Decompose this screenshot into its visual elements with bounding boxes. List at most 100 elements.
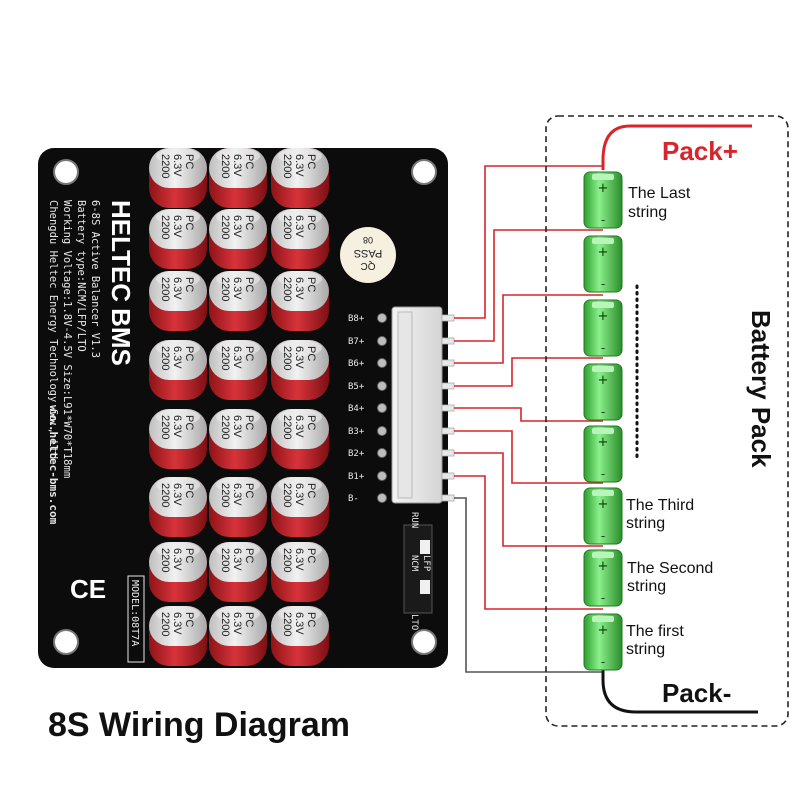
mount-hole-icon (411, 629, 437, 655)
balance-wire (454, 407, 603, 422)
negative-wire (454, 497, 603, 673)
board-text-line-3: Working Voltage:1.8V-4.5V Size:L91*W70*T… (61, 200, 73, 478)
pin-label: B5+ (348, 382, 365, 392)
pin-label: B8+ (348, 314, 365, 324)
cap-voltage: 6.3V (293, 548, 305, 571)
cap-voltage: 6.3V (231, 346, 243, 369)
cap-value: 2200 (159, 215, 171, 239)
connector-terminal (441, 404, 455, 412)
cap-type: PC (183, 215, 195, 230)
label-last-string-1: The Last (628, 185, 691, 202)
battery-cell: +- (583, 235, 623, 293)
cap-voltage: 6.3V (171, 612, 183, 635)
cap-value: 2200 (219, 548, 231, 572)
connector-terminal (441, 472, 455, 480)
label-second-string-2: string (627, 578, 666, 595)
cap-type: PC (243, 415, 255, 430)
battery-cell: +- (583, 363, 623, 421)
cap-voltage: 6.3V (293, 215, 305, 238)
plus-icon: + (598, 181, 609, 196)
connector-terminal (441, 449, 455, 457)
board-silkscreen: HELTECBMS 6-8S Active Balancer V1.3 Batt… (47, 200, 136, 525)
label-third-string-2: string (626, 515, 665, 532)
minus-icon: - (601, 213, 605, 227)
cap-voltage: 6.3V (171, 215, 183, 238)
minus-icon: - (601, 277, 605, 291)
balance-wire (454, 430, 603, 484)
cap-voltage: 6.3V (293, 415, 305, 438)
svg-text:MODEL:08T7A: MODEL:08T7A (129, 580, 140, 646)
svg-text:QC: QC (361, 260, 376, 271)
diagram-caption: 8S Wiring Diagram (48, 706, 350, 744)
battery-cell: +- (583, 487, 623, 545)
cap-value: 2200 (281, 483, 293, 507)
label-third-string-1: The Third (626, 497, 694, 514)
qc-pass-sticker: QC PASS 08 (340, 227, 396, 283)
balance-wires (454, 165, 603, 673)
minus-icon: - (601, 467, 605, 481)
mount-hole-icon (53, 159, 79, 185)
cap-type: PC (243, 154, 255, 169)
battery-cell: +- (583, 171, 623, 229)
connector-terminal (441, 314, 455, 322)
svg-text:08: 08 (363, 235, 373, 245)
cap-value: 2200 (281, 215, 293, 239)
pin-label: B3+ (348, 427, 365, 437)
board-text-line-2: Battery type:NCM/LFP/LTO (75, 200, 87, 352)
cap-voltage: 6.3V (231, 612, 243, 635)
cap-voltage: 6.3V (231, 154, 243, 177)
connector-terminal (441, 359, 455, 367)
pin-label: B6+ (348, 359, 365, 369)
minus-icon: - (601, 655, 605, 669)
cap-value: 2200 (281, 415, 293, 439)
cap-value: 2200 (219, 215, 231, 239)
cap-value: 2200 (219, 346, 231, 370)
pin-label: B1+ (348, 472, 365, 482)
cap-value: 2200 (281, 346, 293, 370)
balance-wire (454, 475, 603, 610)
cap-value: 2200 (159, 483, 171, 507)
pcb-board: HELTECBMS 6-8S Active Balancer V1.3 Batt… (38, 148, 455, 668)
cap-value: 2200 (281, 548, 293, 572)
pack-minus-lead (601, 668, 758, 714)
board-text-line-1: 6-8S Active Balancer V1.3 (89, 200, 101, 358)
cap-voltage: 6.3V (293, 483, 305, 506)
cap-type: PC (305, 215, 317, 230)
plus-icon: + (598, 245, 609, 260)
battery-pack-outline (545, 115, 789, 727)
cap-type: PC (243, 548, 255, 563)
cap-voltage: 6.3V (231, 548, 243, 571)
ncm-label: NCM (409, 555, 419, 572)
cap-value: 2200 (219, 415, 231, 439)
solder-pin-icon (377, 403, 387, 413)
solder-pin-icon (377, 336, 387, 346)
cap-type: PC (183, 548, 195, 563)
label-first-string-2: string (626, 641, 665, 658)
solder-pin-icon (377, 358, 387, 368)
cap-voltage: 6.3V (231, 215, 243, 238)
cap-type: PC (305, 277, 317, 292)
cap-voltage: 6.3V (231, 415, 243, 438)
balance-wire (454, 294, 603, 364)
cap-type: PC (305, 346, 317, 361)
cap-type: PC (305, 483, 317, 498)
model-label: MODEL:08T7A (127, 575, 145, 663)
balance-wire (454, 165, 603, 319)
cap-value: 2200 (281, 154, 293, 178)
cap-type: PC (183, 483, 195, 498)
balance-connector: B8+B7+B6+B5+B4+B3+B2+B1+B- (348, 306, 455, 504)
connector-terminal (441, 382, 455, 390)
cap-voltage: 6.3V (293, 612, 305, 635)
cap-voltage: 6.3V (231, 277, 243, 300)
balance-wire (454, 357, 603, 387)
